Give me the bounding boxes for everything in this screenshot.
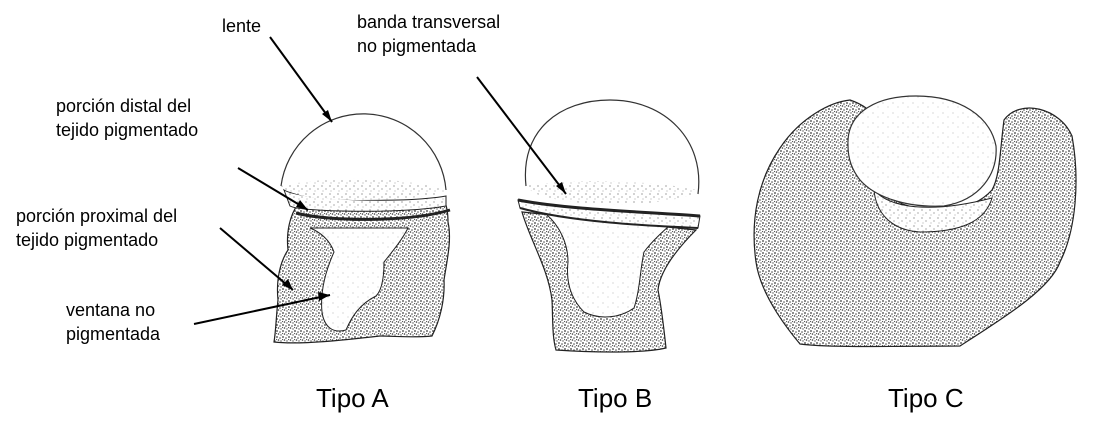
pointer-lente xyxy=(270,37,332,122)
eye-type-c xyxy=(754,96,1076,347)
label-ventana-line2: pigmentada xyxy=(66,322,160,346)
type-c-lens xyxy=(848,96,996,206)
type-a-lens xyxy=(281,114,446,190)
label-proximal-line1: porción proximal del xyxy=(16,204,177,228)
label-proximal-line2: tejido pigmentado xyxy=(16,228,177,252)
pointer-proximal xyxy=(220,228,293,290)
caption-tipo-b: Tipo B xyxy=(578,383,652,413)
label-ventana: ventana no pigmentada xyxy=(66,298,160,346)
pointer-banda xyxy=(477,77,566,194)
label-lente: lente xyxy=(222,14,261,38)
label-banda-line1: banda transversal xyxy=(357,10,500,34)
label-ventana-line1: ventana no xyxy=(66,298,160,322)
eye-type-b xyxy=(518,100,700,352)
label-porcion-distal: porción distal del tejido pigmentado xyxy=(56,94,198,142)
caption-tipo-a: Tipo A xyxy=(316,383,389,413)
caption-tipo-c: Tipo C xyxy=(888,383,964,413)
type-b-lens xyxy=(525,100,698,194)
eye-type-a xyxy=(274,114,450,343)
label-banda-line2: no pigmentada xyxy=(357,34,500,58)
label-porcion-proximal: porción proximal del tejido pigmentado xyxy=(16,204,177,252)
label-distal-line2: tejido pigmentado xyxy=(56,118,198,142)
type-b-lens-stipple xyxy=(526,181,698,204)
label-banda-transversal: banda transversal no pigmentada xyxy=(357,10,500,58)
label-distal-line1: porción distal del xyxy=(56,94,198,118)
